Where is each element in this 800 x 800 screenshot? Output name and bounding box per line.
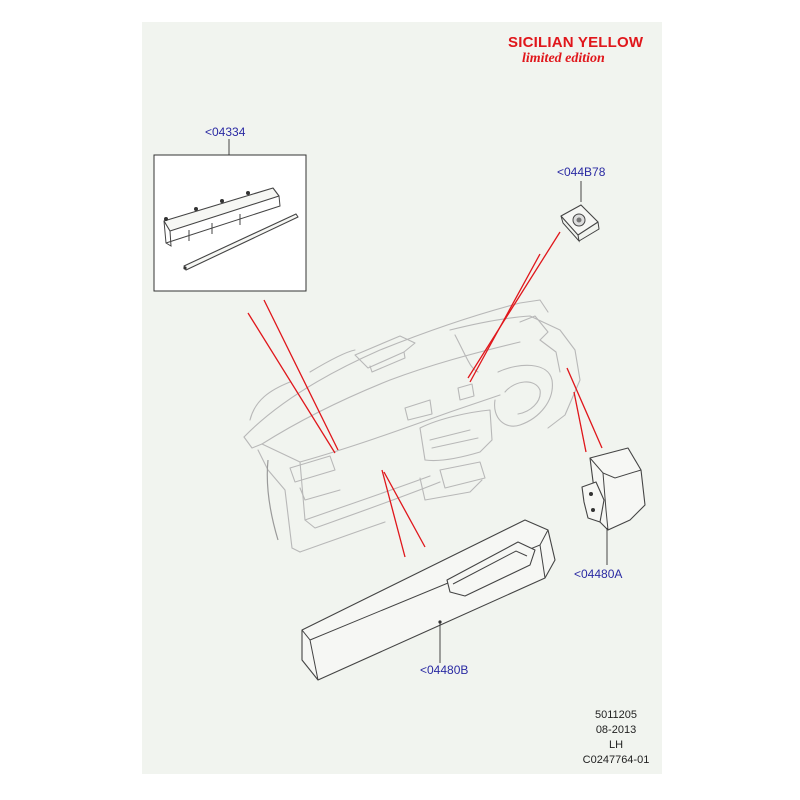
edition-subtitle: limited edition [522, 51, 605, 66]
footer-side: LH [608, 739, 624, 751]
inset-box-04334 [153, 139, 307, 292]
edition-title: SICILIAN YELLOW [508, 34, 644, 51]
footer-code: C0247764-01 [582, 754, 650, 766]
switch-044B78 [560, 181, 600, 243]
callout-04480A: <04480A [574, 567, 623, 581]
footer-date: 08-2013 [595, 724, 637, 736]
callout-04334: <04334 [205, 125, 246, 139]
callout-04480B: <04480B [420, 663, 469, 677]
dashboard-outline [243, 299, 581, 553]
callout-044B78: <044B78 [557, 165, 606, 179]
end-cap-04480A [581, 447, 646, 565]
red-leader-lines [247, 231, 603, 558]
footer-number: 5011205 [594, 709, 637, 721]
trim-panel-04480B [301, 519, 556, 681]
